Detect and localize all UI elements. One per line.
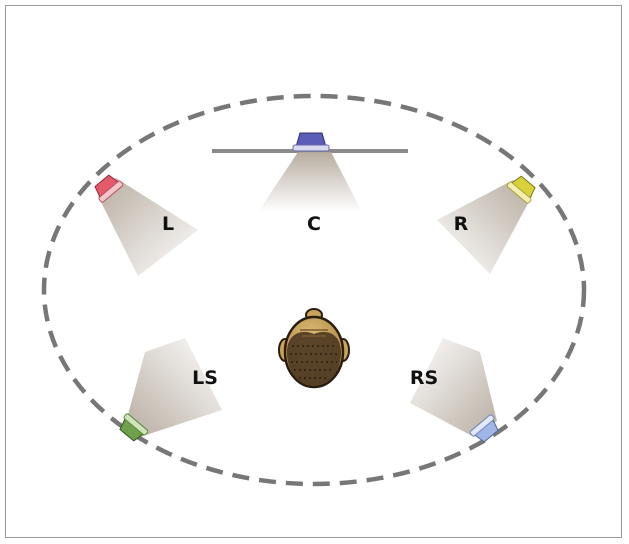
label-l: L (162, 213, 174, 235)
label-rs: RS (410, 367, 438, 389)
label-ls: LS (192, 367, 218, 389)
speaker-c-icon (293, 133, 329, 151)
label-r: R (454, 213, 469, 235)
label-c: C (307, 213, 321, 235)
listener-head-icon (279, 309, 349, 387)
beam-c (258, 152, 362, 212)
